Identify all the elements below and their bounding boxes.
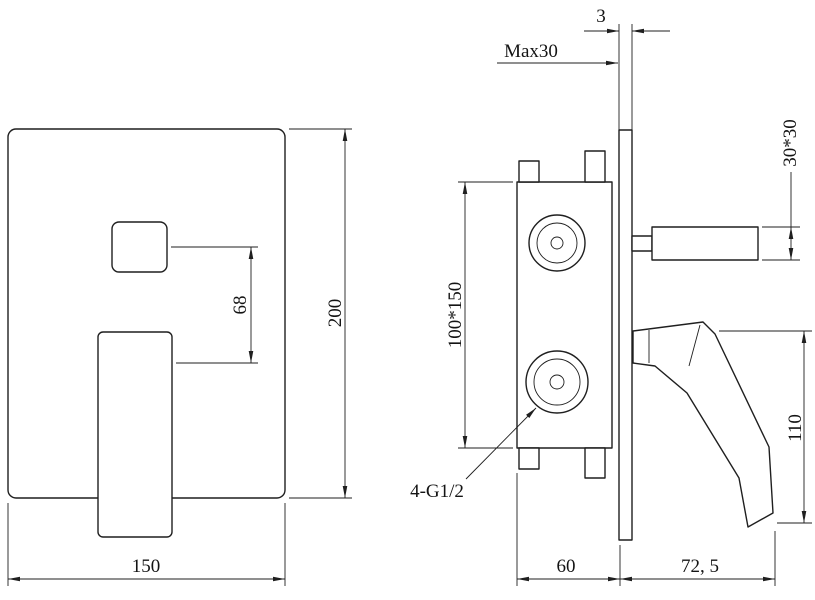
dim-label-projection: 72, 5 [681, 556, 719, 577]
dim-label-max-depth: Max30 [504, 41, 558, 62]
front-view: 200 150 68 [7, 128, 352, 586]
bottom-port-center [549, 374, 565, 390]
body-tab-bottom-left [518, 447, 540, 470]
dim-label-spout-section: 30*30 [780, 119, 801, 167]
wall-plate [618, 129, 633, 541]
dim-label-width: 150 [132, 556, 161, 577]
bottom-port-outer [525, 350, 589, 414]
side-view: 3 Max30 100*150 4-G1/2 [410, 6, 812, 586]
dim-label-handle-height: 110 [785, 414, 806, 442]
diverter-button [111, 221, 168, 273]
body-tab-top-left [518, 160, 540, 183]
dim-label-height: 200 [325, 299, 346, 328]
handle-bend-line [688, 324, 701, 367]
dim-label-body-depth: 60 [557, 556, 576, 577]
body-tab-bottom-right [584, 447, 606, 479]
dim-label-thread: 4-G1/2 [410, 481, 464, 502]
top-port-center [550, 236, 564, 250]
dim-label-button-offset: 68 [230, 296, 251, 315]
top-port-inner [536, 222, 578, 264]
spout-body [651, 226, 759, 261]
handle-front [97, 331, 173, 538]
handle-lever [632, 321, 774, 528]
spout-neck [631, 235, 653, 252]
bottom-port-inner [533, 358, 581, 406]
dim-label-port-spacing: 100*150 [445, 282, 466, 349]
leader-line-thread [465, 407, 537, 480]
dim-label-plate-thickness: 3 [596, 6, 606, 27]
body-tab-top-right [584, 150, 606, 183]
